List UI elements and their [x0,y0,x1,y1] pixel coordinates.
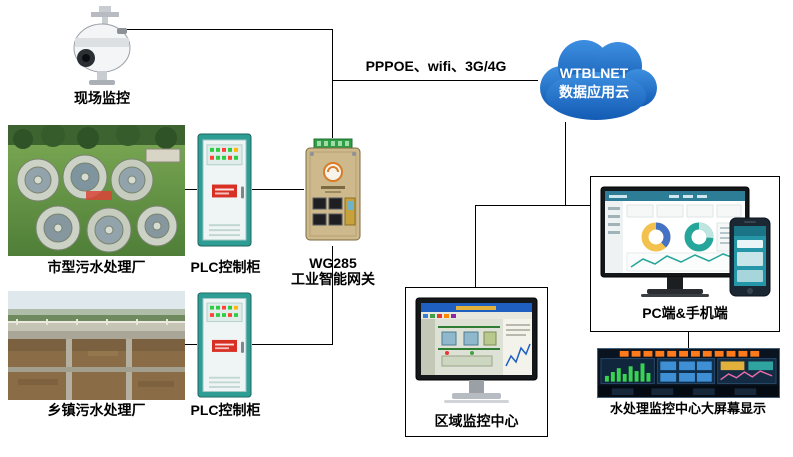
camera-label: 现场监控 [74,90,130,106]
city-plant-label: 市型污水处理厂 [47,259,146,275]
control-room-bigscreen-image [597,348,780,398]
township-plant-label: 乡镇污水处理厂 [47,402,146,418]
big-screen-label: 水处理监控中心大屏幕显示 [609,401,766,416]
cloud-label-line1: WTBLNET [559,65,629,81]
cloud-label: WTBLNET 数据应用云 [528,64,660,102]
connector-uplink-to-cloud [332,80,538,81]
gateway-model-label: WG285 [309,255,357,271]
connector-cloud-down [565,122,566,206]
gateway-name-label: 工业智能网关 [291,271,375,287]
plc-cabinet-top-label: PLC控制柜 [190,259,261,275]
plc-cabinet-bottom-label: PLC控制柜 [190,402,261,418]
connector-plc2-to-gateway-vertical [332,246,333,345]
smartphone-icon [729,217,771,297]
township-plant-photo [8,291,185,400]
pc-mobile-label: PC端&手机端 [642,305,728,321]
city-plant-photo [8,125,185,256]
cloud-icon [540,40,657,120]
ptz-camera-icon [55,6,150,88]
connector-branch-horizontal [475,205,591,206]
pc-mobile-panel: PC端&手机端 [590,176,780,332]
uplink-protocols-label: PPPOE、wifi、3G/4G [365,58,507,74]
connector-cityplant-to-plc1 [185,189,197,190]
connector-pc-to-bigscreen [688,330,689,348]
connector-plc1-to-gateway [252,189,304,190]
regional-center-panel: 区域监控中心 [405,287,548,437]
plc-cabinet-icon [197,133,252,247]
dashboard-monitor-icon [599,185,751,299]
cloud-node: WTBLNET 数据应用云 [528,30,660,124]
cloud-label-line2: 数据应用云 [559,83,629,100]
industrial-gateway-icon [304,138,362,246]
connector-camera-horizontal [108,29,333,30]
plc-cabinet-icon [197,292,252,398]
connector-plc2-horizontal [252,344,333,345]
connector-township-to-plc2 [185,344,197,345]
scada-monitor-icon [414,296,539,408]
regional-center-label: 区域监控中心 [434,413,519,429]
connector-camera-to-gateway-vertical [332,29,333,138]
connector-to-regional-center [475,205,476,287]
